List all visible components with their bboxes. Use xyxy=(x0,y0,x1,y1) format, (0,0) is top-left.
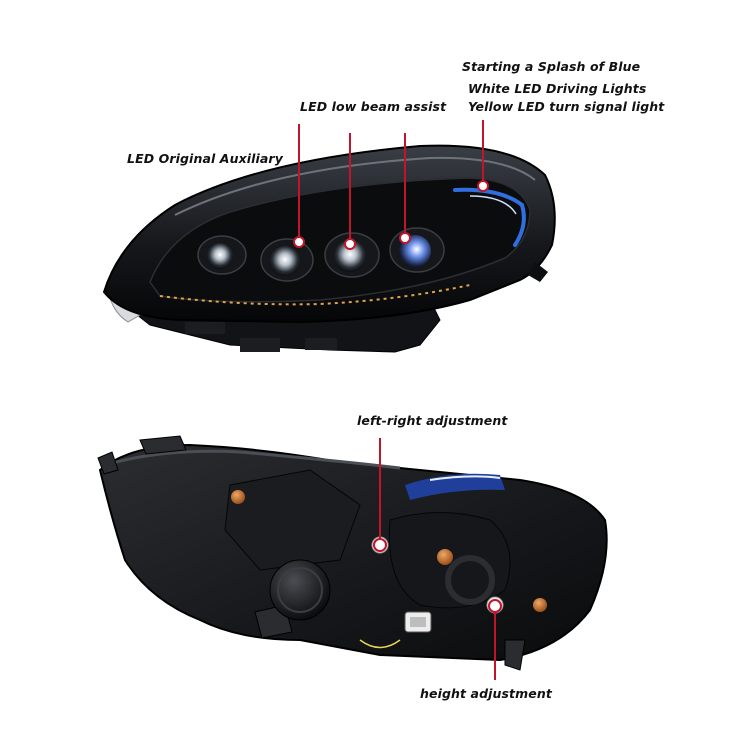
marker-blue-strip xyxy=(477,180,489,192)
label-splash-blue: Starting a Splash of Blue xyxy=(462,59,641,74)
label-original-aux: LED Original Auxiliary xyxy=(127,151,283,166)
rear-headlight-housing xyxy=(97,435,608,671)
marker-low-beam-2 xyxy=(399,232,411,244)
front-headlight xyxy=(102,144,556,353)
callout-lines xyxy=(298,120,496,680)
label-low-beam: LED low beam assist xyxy=(300,99,447,114)
label-white-led: White LED Driving Lights xyxy=(468,81,647,96)
label-left-right: left-right adjustment xyxy=(357,413,508,428)
marker-low-beam-1 xyxy=(344,238,356,250)
callout-markers xyxy=(293,180,502,613)
marker-height xyxy=(488,599,502,613)
marker-aux xyxy=(293,236,305,248)
label-yellow-led: Yellow LED turn signal light xyxy=(468,99,665,114)
marker-left-right xyxy=(373,538,387,552)
label-height: height adjustment xyxy=(420,686,552,701)
